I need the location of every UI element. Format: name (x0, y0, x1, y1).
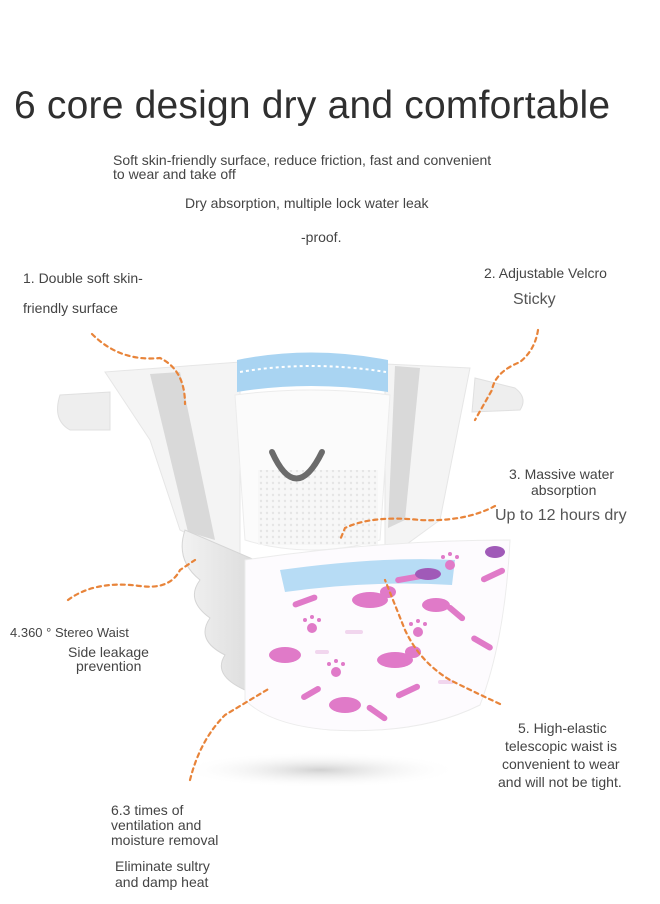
subtitle-line-1: Soft skin-friendly surface, reduce frict… (113, 152, 492, 168)
feature-3-line-1: 3. Massive water (509, 466, 615, 482)
feature-6-line-4: Eliminate sultry (115, 858, 210, 874)
feature-4-line-3: prevention (76, 658, 142, 674)
feature-2-line-1: 2. Adjustable Velcro (484, 265, 607, 281)
feature-5-line-3: convenient to wear (502, 756, 620, 772)
callout-line-5 (383, 578, 502, 706)
callout-lines (66, 328, 540, 782)
back-waistband (237, 352, 388, 392)
diaper-back-panel (57, 352, 524, 561)
subtitle-line-2: to wear and take off (113, 166, 236, 182)
callout-line-2 (473, 328, 540, 422)
diaper-front-panel (244, 539, 511, 732)
feature-2-line-2: Sticky (513, 291, 556, 308)
feature-6-line-2: ventilation and (111, 817, 202, 833)
feature-6-line-3: moisture removal (111, 832, 219, 848)
feature-1-line-1: 1. Double soft skin- (23, 270, 143, 286)
feature-5-line-2: telescopic waist is (505, 738, 618, 754)
page-title: 6 core design dry and comfortable (14, 84, 611, 127)
feature-3-line-2: absorption (531, 482, 597, 498)
callout-line-6 (188, 686, 272, 782)
feature-5-line-4: and will not be tight. (498, 774, 622, 790)
subtitle-line-3: Dry absorption, multiple lock water leak (185, 195, 429, 211)
core-indicator-arc (269, 449, 325, 482)
subtitle-line-4: -proof. (301, 229, 342, 245)
feature-3-line-3: Up to 12 hours dry (495, 507, 627, 524)
feature-6-line-1: 6.3 times of (111, 802, 184, 818)
feature-4-line-2: Side leakage (68, 644, 149, 660)
feature-4-line-1: 4.360 ° Stereo Waist (10, 625, 129, 640)
feature-6-line-5: and damp heat (115, 874, 209, 890)
velcro-tab-right (471, 377, 524, 413)
absorbent-core (234, 389, 391, 551)
front-waistband (280, 559, 455, 592)
leg-cuff-ruffles (181, 529, 256, 691)
callout-line-3 (338, 504, 497, 542)
callout-line-4 (66, 558, 197, 602)
feature-5-line-1: 5. High-elastic (518, 720, 607, 736)
velcro-tab-left (57, 391, 111, 431)
ground-shadow (180, 752, 460, 788)
callout-line-1 (90, 332, 187, 406)
feature-1-line-2: friendly surface (23, 300, 118, 316)
